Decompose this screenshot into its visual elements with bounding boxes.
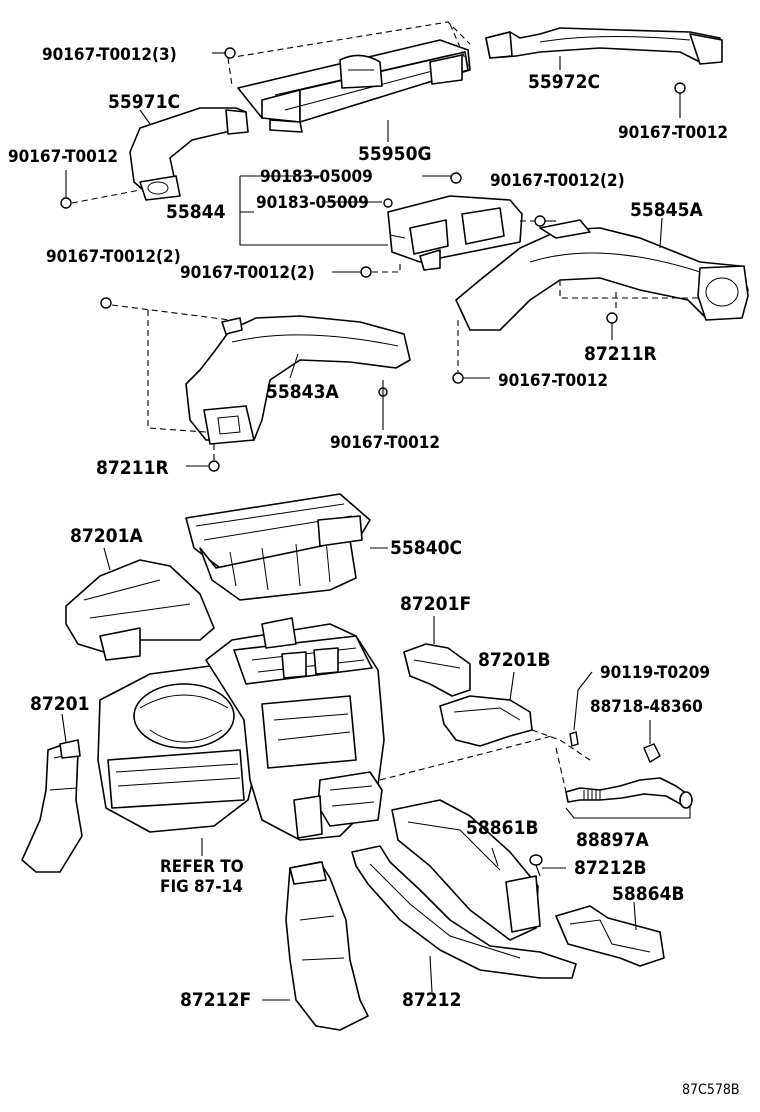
label-87212b: 87212B <box>574 857 647 879</box>
label-55844: 55844 <box>166 201 226 223</box>
duct-55845a <box>455 219 749 331</box>
duct-87212 <box>351 845 577 979</box>
label-87211r-left: 87211R <box>96 457 169 479</box>
label-55971c: 55971C <box>108 91 180 113</box>
label-90167-t0012-left: 90167-T0012 <box>8 147 118 167</box>
label-87212f: 87212F <box>180 989 251 1011</box>
duct-55843a <box>185 315 411 445</box>
label-58864b: 58864B <box>612 883 685 905</box>
clip-88718-48360 <box>643 720 661 764</box>
register-55840c <box>185 493 371 601</box>
label-refer-fig: FIG 87-14 <box>160 877 243 897</box>
duct-55844 <box>387 195 523 271</box>
figure-code: 87C578B <box>682 1082 740 1098</box>
label-55972c: 55972C <box>528 71 600 93</box>
label-88897a: 88897A <box>576 829 649 851</box>
label-58861b: 58861B <box>466 817 539 839</box>
label-55843a: 55843A <box>266 381 339 403</box>
label-87201: 87201 <box>30 693 89 715</box>
label-87201b: 87201B <box>478 649 551 671</box>
label-refer-to: REFER TO <box>160 857 244 877</box>
bolt-top-right <box>674 82 686 118</box>
label-90167-t0012-mid: 90167-T0012 <box>498 371 608 391</box>
duct-58861b <box>391 799 541 941</box>
label-55845a: 55845A <box>630 199 703 221</box>
label-87212: 87212 <box>402 989 461 1011</box>
label-90183-05009-a: 90183-05009 <box>260 167 373 187</box>
bracket-87201b <box>439 695 533 747</box>
screw-90119-t0209 <box>569 671 593 747</box>
label-88718-48360: 88718-48360 <box>590 697 703 717</box>
duct-87212f <box>285 861 369 1031</box>
bracket-87201f <box>403 643 471 697</box>
bolt-55971c <box>60 170 141 209</box>
label-90167-t0012-center: 90167-T0012 <box>330 433 440 453</box>
duct-55972c <box>485 27 723 65</box>
hose-88897a <box>565 777 693 809</box>
label-90167-t0012-2a: 90167-T0012(2) <box>490 171 625 191</box>
label-87211r-right: 87211R <box>584 343 657 365</box>
brace-55844 <box>239 175 452 246</box>
clip-87212b <box>529 854 566 877</box>
bolt-top-left <box>212 47 236 59</box>
outline-55950g <box>227 21 471 87</box>
duct-87201 <box>21 739 83 873</box>
label-90167-t0012-right: 90167-T0012 <box>618 123 728 143</box>
bracket-58864b <box>555 905 665 967</box>
label-90167-t0012-2b: 90167-T0012(2) <box>46 247 181 267</box>
label-55950g: 55950G <box>358 143 432 165</box>
label-90119-t0209: 90119-T0209 <box>600 663 710 683</box>
duct-55971c <box>129 107 249 201</box>
label-90167-t0012-2c: 90167-T0012(2) <box>180 263 315 283</box>
label-55840c: 55840C <box>390 537 462 559</box>
label-87201a: 87201A <box>70 525 143 547</box>
duct-87201a <box>65 559 215 661</box>
label-90183-05009-b: 90183-05009 <box>256 193 369 213</box>
duct-55950g <box>237 39 471 133</box>
label-87201f: 87201F <box>400 593 471 615</box>
label-90167-t0012-3: 90167-T0012(3) <box>42 45 177 65</box>
hvac-unit-main <box>97 617 385 841</box>
